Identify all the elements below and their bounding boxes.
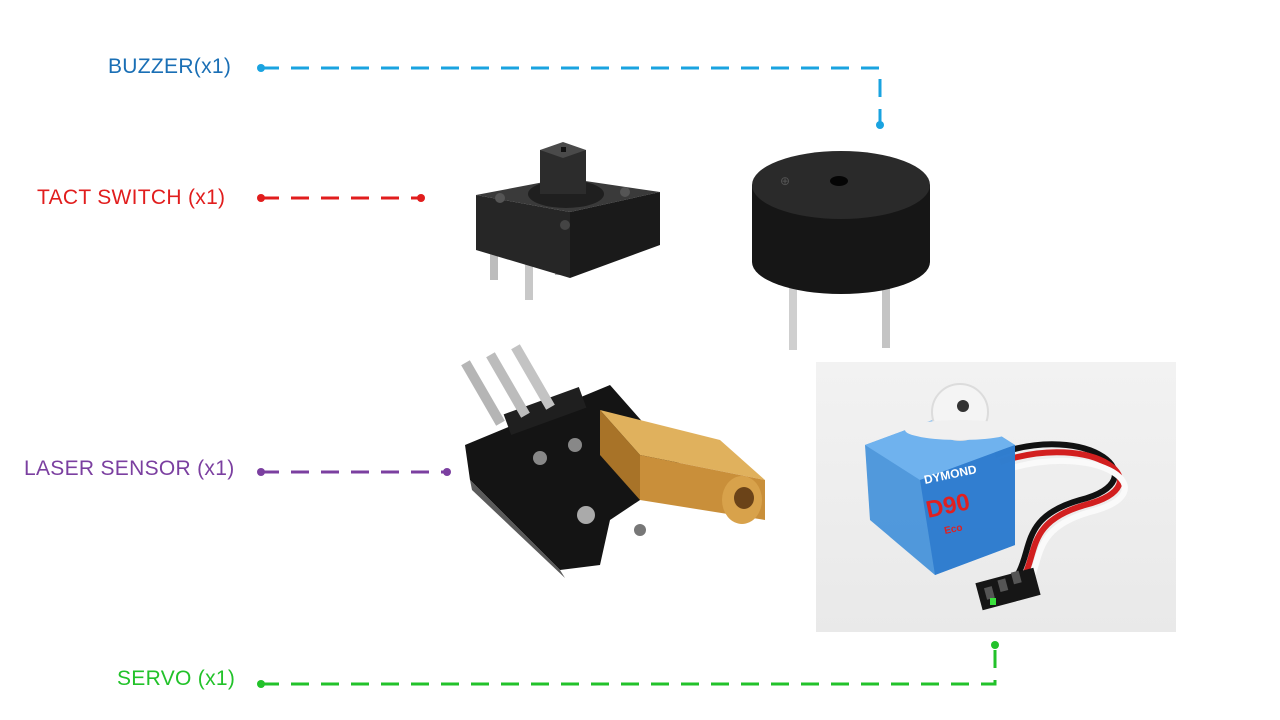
buzzer-component-icon: ⊕ bbox=[752, 151, 930, 350]
laser-sensor-label: LASER SENSOR (x1) bbox=[24, 457, 235, 480]
laser-sensor-connector bbox=[257, 468, 451, 476]
buzzer-connector bbox=[257, 64, 884, 129]
tact-switch-label: TACT SWITCH (x1) bbox=[37, 186, 226, 209]
tact-switch-connector bbox=[257, 194, 425, 202]
laser-module-component-icon bbox=[461, 344, 765, 578]
servo-motor-component-icon bbox=[865, 383, 1128, 611]
servo-connector bbox=[257, 641, 999, 688]
servo-label: SERVO (x1) bbox=[117, 667, 236, 690]
svg-text:⊕: ⊕ bbox=[780, 174, 790, 188]
buzzer-label: BUZZER(x1) bbox=[108, 55, 232, 78]
servo-variant-text: Eco bbox=[943, 522, 963, 537]
tact-switch-component-icon bbox=[476, 142, 660, 300]
